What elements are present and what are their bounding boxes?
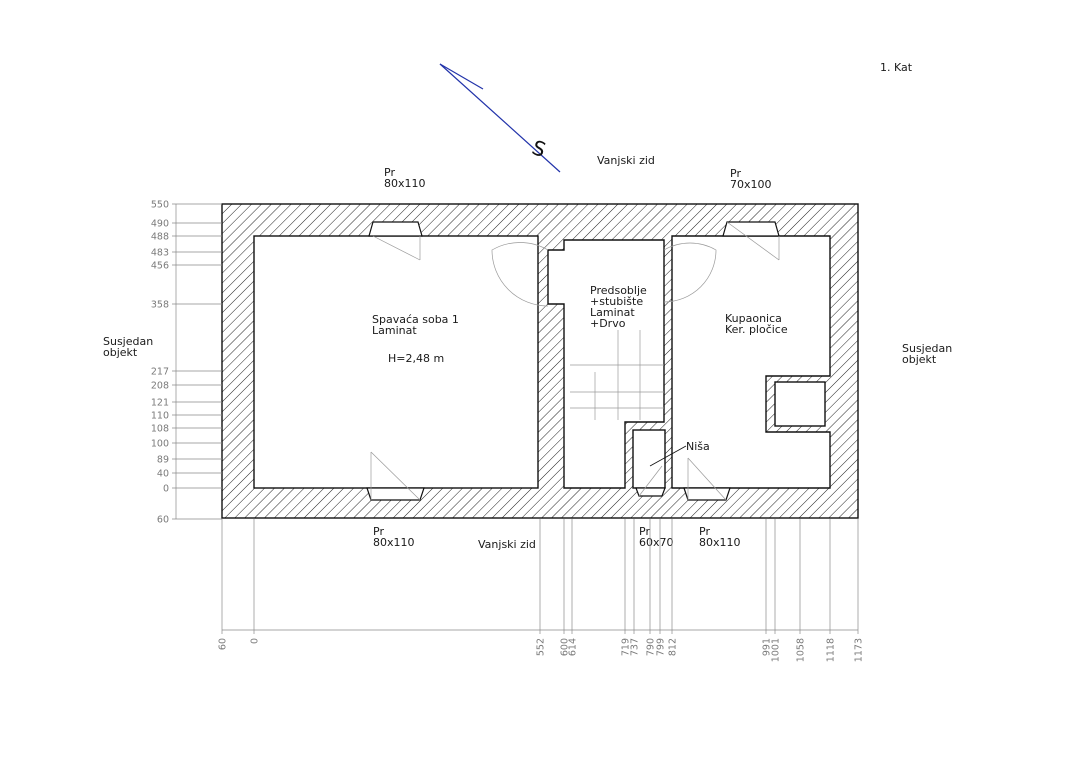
vertical-dim-label: 358 (151, 300, 169, 311)
vertical-dim-label: 456 (151, 261, 169, 272)
horizontal-dim-label: 0 (250, 638, 261, 644)
window-bottom-right-size: 80x110 (699, 536, 741, 549)
vertical-dim-label: 0 (163, 484, 169, 495)
vertical-dim-label: 483 (151, 248, 169, 259)
vertical-dim-label: 108 (151, 424, 169, 435)
horizontal-dim-label: 991 (762, 638, 773, 656)
neighbour-right-line1: Susjedan (902, 342, 952, 355)
window-bottom-left-type: Pr (373, 525, 384, 538)
window-top-left-type: Pr (384, 166, 395, 179)
north-symbol: S (529, 135, 549, 162)
vertical-dim-label: 100 (151, 439, 169, 450)
window-top-left (368, 221, 423, 261)
vertical-dim-label: 490 (151, 219, 169, 230)
vertical-dim-label: 89 (157, 455, 169, 466)
bedroom-name: Spavaća soba 1 (372, 313, 459, 326)
horizontal-dim-label: 600 (560, 638, 571, 656)
window-bottom-right (683, 457, 731, 501)
horizontal-dim-label: 614 (568, 638, 579, 656)
horizontal-dim-label: 552 (536, 638, 547, 656)
neighbour-left-line1: Susjedan (103, 335, 153, 348)
vertical-dimension-chain: 550 490 488 483 456 358 217 208 121 110 108 100 89 40… (151, 200, 222, 526)
bathroom-name: Kupaonica (725, 312, 782, 325)
horizontal-dim-label: 1001 (771, 638, 782, 662)
vertical-dim-label: 488 (151, 232, 169, 243)
window-bottom-left-size: 80x110 (373, 536, 415, 549)
window-bottom-mid-size: 60x70 (639, 536, 674, 549)
neighbour-right-line2: objekt (902, 353, 937, 366)
vertical-dim-label: 121 (151, 398, 169, 409)
vertical-dim-label: 40 (157, 469, 169, 480)
niche-label: Niša (686, 440, 710, 453)
window-top-right-size: 70x100 (730, 178, 772, 191)
vertical-dim-label: 217 (151, 367, 169, 378)
horizontal-dim-label: 1173 (854, 638, 865, 662)
staircase (570, 330, 664, 420)
hall-floor-2: +Drvo (590, 317, 626, 330)
door-swing-bathroom (663, 242, 717, 303)
horizontal-dim-label: 812 (668, 638, 679, 656)
horizontal-dim-label: 737 (630, 638, 641, 656)
niche-leader (649, 445, 687, 467)
door-swing-bedroom (491, 242, 549, 307)
window-bottom-mid (635, 465, 666, 497)
horizontal-dim-label: 1118 (826, 638, 837, 662)
room-niche (632, 429, 666, 489)
horizontal-dim-label: 60 (218, 638, 229, 650)
horizontal-dim-label: 799 (656, 638, 667, 656)
horizontal-dim-label: 719 (621, 638, 632, 656)
hall-name: Predsoblje (590, 284, 647, 297)
hall-floor-1: Laminat (590, 306, 635, 319)
window-top-right (722, 221, 780, 261)
outer-wall-bottom-label: Vanjski zid (478, 538, 536, 551)
bedroom-height: H=2,48 m (388, 352, 444, 365)
room-closet (774, 381, 826, 427)
vertical-dim-label: 110 (151, 411, 169, 422)
horizontal-dim-label: 790 (646, 638, 657, 656)
vertical-dim-label: 208 (151, 381, 169, 392)
floor-label: 1. Kat (880, 61, 913, 74)
window-top-right-type: Pr (730, 167, 741, 180)
horizontal-dim-label: 1058 (796, 638, 807, 662)
bedroom-floor: Laminat (372, 324, 417, 337)
window-bottom-right-type: Pr (699, 525, 710, 538)
outer-wall-top-label: Vanjski zid (597, 154, 655, 167)
window-top-left-size: 80x110 (384, 177, 426, 190)
vertical-dim-label: 60 (157, 515, 169, 526)
hall-stairs: +stubište (590, 295, 643, 308)
bathroom-floor: Ker. pločice (725, 323, 788, 336)
north-arrow-icon: S (439, 63, 561, 173)
window-bottom-mid-type: Pr (639, 525, 650, 538)
vertical-dim-label: 550 (151, 200, 169, 211)
window-bottom-left (366, 451, 425, 501)
neighbour-left-line2: objekt (103, 346, 138, 359)
